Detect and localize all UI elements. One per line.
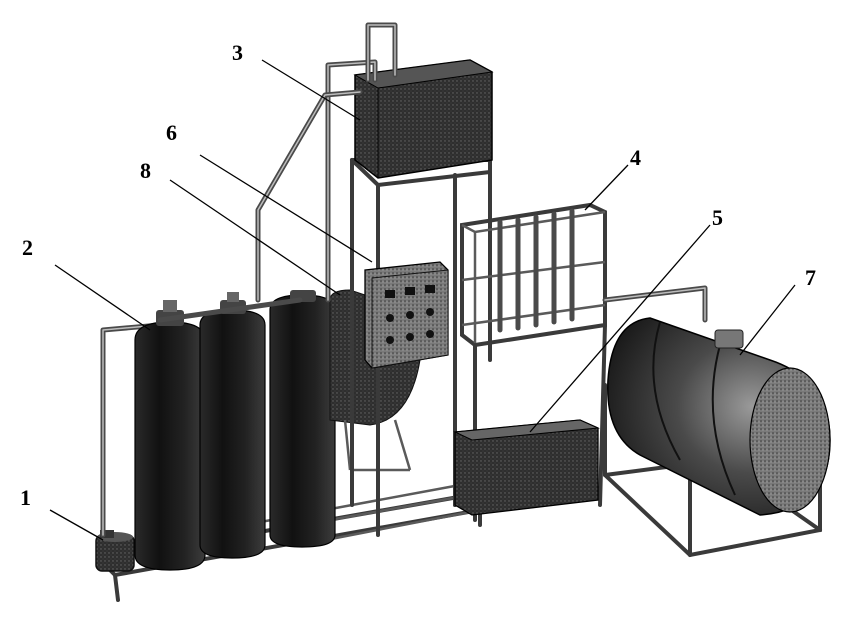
overhead-pipes [255,22,398,303]
callout-3: 3 [232,40,243,65]
filter-vessel-3 [269,290,336,548]
callout-1: 1 [20,485,31,510]
outlet-pipe [602,285,708,323]
callouts: 1 2 3 4 5 6 7 8 [20,40,816,510]
leader-7 [739,284,796,356]
leader-6 [199,154,373,263]
leader-1 [49,509,104,541]
pump [95,530,135,572]
callout-6: 6 [166,120,177,145]
filter-vessel-2 [199,292,266,559]
inlet-pipe [100,322,163,538]
callout-7: 7 [805,265,816,290]
membrane-modules [497,208,575,333]
head-tank [353,59,494,179]
leader-4 [584,164,629,211]
membrane-rack [453,202,607,522]
callout-4: 4 [630,145,641,170]
callout-8: 8 [140,158,151,183]
callout-2: 2 [22,235,33,260]
leader-5 [529,224,711,433]
leader-lines [49,59,796,541]
leader-2 [54,264,151,331]
filter-vessel-1 [134,300,206,571]
leader-8 [169,179,341,296]
collection-tank [453,419,600,516]
control-panel [364,261,449,369]
callout-5: 5 [712,205,723,230]
filter-vessels [134,290,336,571]
leader-3 [261,59,361,121]
storage-tank [603,317,831,558]
